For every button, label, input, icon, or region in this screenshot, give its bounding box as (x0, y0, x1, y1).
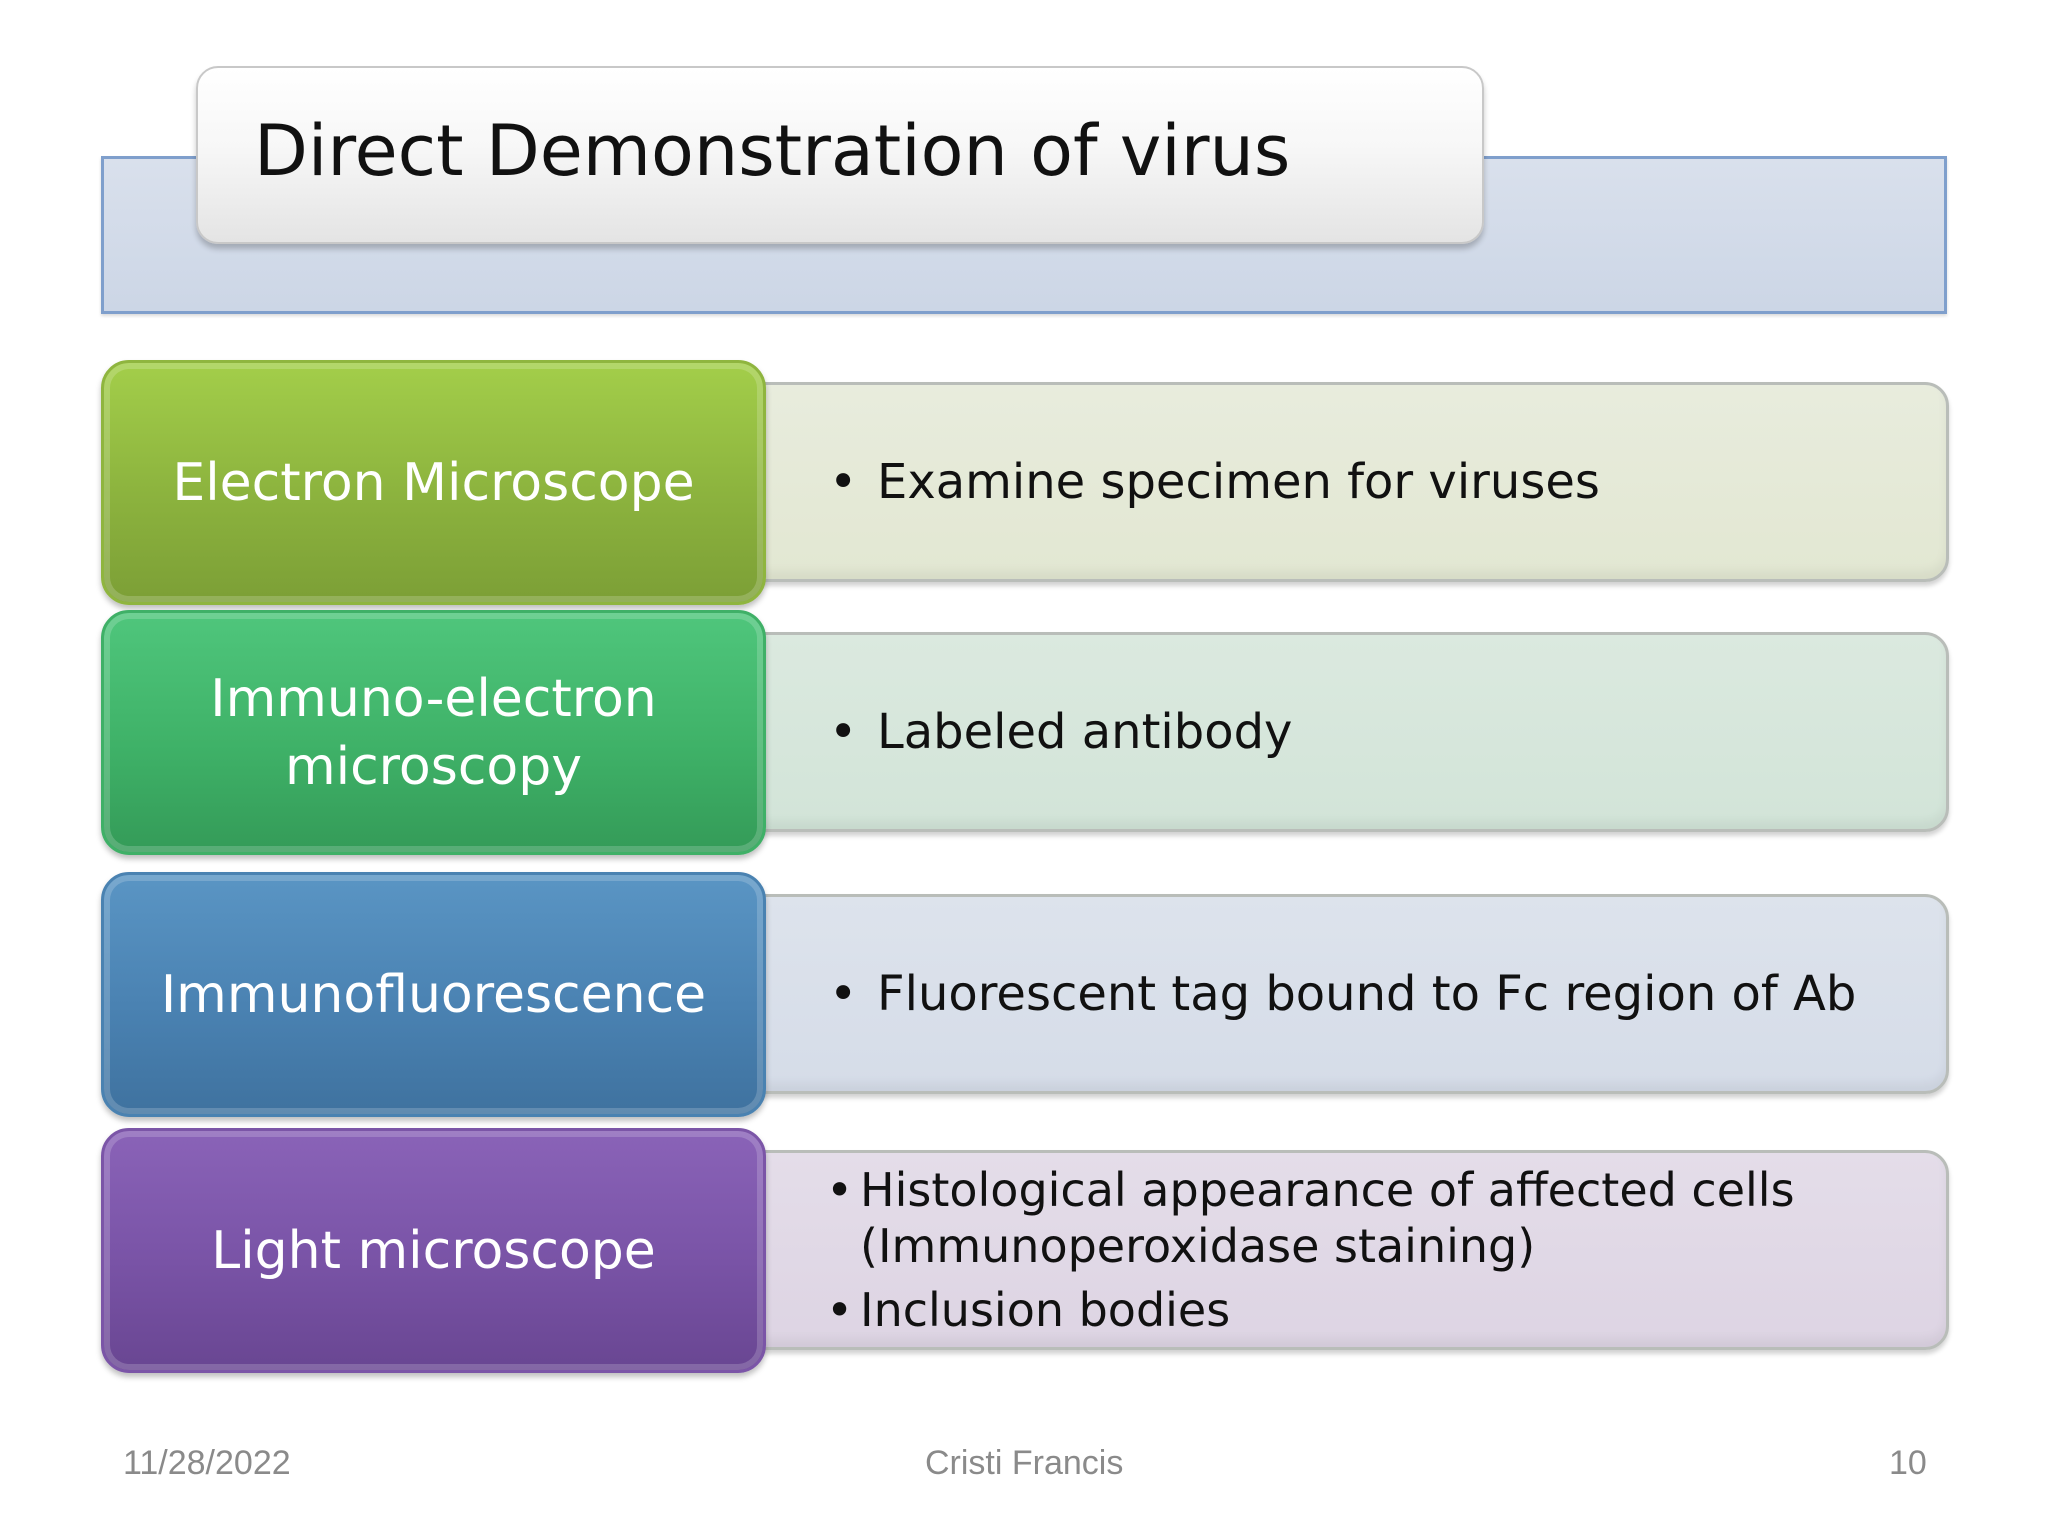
bullet: • (829, 454, 858, 510)
method-row-immuno-electron-microscopy: Immuno-electron microscopy • Labeled ant… (101, 610, 1949, 855)
title-box: Direct Demonstration of virus (196, 66, 1484, 244)
footer-date: 11/28/2022 (123, 1444, 291, 1482)
method-label-line: Immuno-electron (210, 668, 657, 729)
method-description-box: • Fluorescent tag bound to Fc region of … (741, 894, 1949, 1094)
method-description-box: • Labeled antibody (741, 632, 1949, 832)
description-item: • Examine specimen for viruses (829, 453, 1600, 511)
method-label-box: Immunofluorescence (101, 872, 766, 1117)
bullet: • (829, 704, 858, 760)
method-description-box: • Examine specimen for viruses (741, 382, 1949, 582)
method-row-immunofluorescence: Immunofluorescence • Fluorescent tag bou… (101, 872, 1949, 1117)
method-row-electron-microscope: Electron Microscope • Examine specimen f… (101, 360, 1949, 605)
bullet: • (826, 1163, 854, 1217)
method-label-line: Light microscope (211, 1220, 656, 1281)
method-label-line: Immunofluorescence (160, 964, 707, 1025)
method-row-light-microscope: Light microscope • Histological appearan… (101, 1128, 1949, 1373)
description-text: Examine specimen for viruses (877, 454, 1600, 510)
description-text: Inclusion bodies (860, 1283, 1231, 1337)
description-text: Histological appearance of affected cell… (860, 1163, 1795, 1217)
description-item: • Histological appearance of affected ce… (826, 1162, 1795, 1274)
description-list: • Histological appearance of affected ce… (826, 1153, 1795, 1347)
description-list: • Examine specimen for viruses (829, 385, 1600, 579)
method-label-box: Immuno-electron microscopy (101, 610, 766, 855)
bullet: • (829, 966, 858, 1022)
method-description-box: • Histological appearance of affected ce… (741, 1150, 1949, 1350)
method-label-line: Electron Microscope (172, 452, 695, 513)
description-item: • Fluorescent tag bound to Fc region of … (829, 965, 1856, 1023)
description-text: (Immunoperoxidase staining) (860, 1219, 1536, 1273)
slide-title: Direct Demonstration of virus (254, 110, 1291, 192)
footer-author: Cristi Francis (925, 1444, 1124, 1482)
footer-page-number: 10 (1889, 1444, 1927, 1482)
description-text: Labeled antibody (877, 704, 1293, 760)
bullet: • (826, 1283, 854, 1337)
method-label-line: microscopy (284, 736, 583, 797)
method-label-box: Light microscope (101, 1128, 766, 1373)
description-item: • Labeled antibody (829, 703, 1292, 761)
description-list: • Fluorescent tag bound to Fc region of … (829, 897, 1856, 1091)
method-label-box: Electron Microscope (101, 360, 766, 605)
description-text: Fluorescent tag bound to Fc region of Ab (877, 966, 1857, 1022)
description-list: • Labeled antibody (829, 635, 1292, 829)
description-item: • Inclusion bodies (826, 1282, 1795, 1338)
